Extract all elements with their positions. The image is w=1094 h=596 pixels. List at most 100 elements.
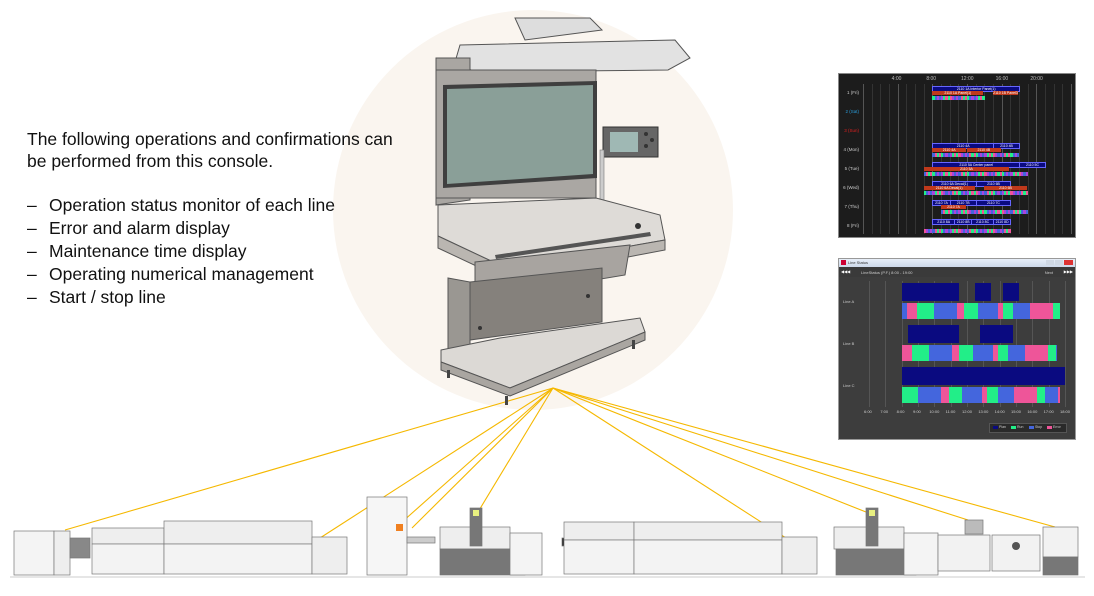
status-segment [951, 172, 955, 176]
time-tick: 10:00 [929, 409, 940, 414]
time-tick: 15:00 [1011, 409, 1022, 414]
status-segment [1001, 153, 1005, 157]
plan-block[interactable] [901, 367, 1065, 385]
status-segment [958, 191, 961, 195]
mounter-2-screen [869, 510, 875, 516]
status-segment [925, 191, 929, 195]
time-tick: 12:00 [961, 76, 974, 82]
connector-line [552, 387, 1056, 528]
grid-line [1019, 84, 1020, 234]
grid-line [1048, 281, 1050, 407]
inspection-1 [509, 532, 543, 576]
status-segment [990, 191, 994, 195]
grid-line [941, 84, 942, 234]
status-segment [949, 172, 953, 176]
status-segment [938, 191, 942, 195]
bullet: – [27, 264, 37, 284]
status-segment [988, 153, 992, 157]
loader-control [53, 530, 71, 576]
status-segment [980, 172, 983, 176]
status-segment [929, 345, 952, 361]
maximize-button[interactable] [1055, 260, 1063, 265]
status-segment [960, 191, 963, 195]
operation-item: –Operating numerical management [27, 263, 407, 286]
operation-item: –Operation status monitor of each line [27, 194, 407, 217]
plan-block[interactable] [908, 325, 959, 343]
operation-item: –Error and alarm display [27, 217, 407, 240]
actual-bar[interactable]: 2110 6A Decal(1) [923, 186, 975, 190]
grid-line [1001, 84, 1003, 234]
minimize-button[interactable] [1046, 260, 1054, 265]
buffer-unit [991, 534, 1041, 572]
status-segment [934, 153, 937, 157]
status-segment [936, 96, 940, 100]
plan-bar[interactable]: 2110 8A [932, 219, 955, 225]
grid-line [918, 281, 919, 407]
status-segment [925, 172, 929, 176]
status-segment [943, 210, 946, 214]
grid-line [897, 84, 899, 234]
prev-buttons[interactable]: ◀◀◀ [841, 269, 851, 274]
actual-bar[interactable]: 2110 1B Panel3 [993, 91, 1018, 95]
status-segment [906, 303, 918, 319]
status-segment [945, 229, 948, 233]
close-button[interactable] [1064, 260, 1073, 265]
status-segment [973, 153, 976, 157]
status-segment [993, 229, 996, 233]
buffer-dial [1012, 542, 1020, 550]
actual-bar[interactable]: 2110 6B [984, 186, 1027, 190]
status-segment [982, 210, 985, 214]
grid-line [1071, 84, 1072, 234]
plan-bar[interactable]: 2110 5C [1019, 162, 1046, 168]
status-segment [1021, 172, 1024, 176]
desk-rail [495, 232, 651, 259]
status-segment [977, 229, 981, 233]
plan-block[interactable] [1002, 283, 1020, 301]
plan-bar[interactable]: 2110 8D [993, 219, 1012, 225]
status-segment [964, 153, 968, 157]
operations-list: –Operation status monitor of each line –… [27, 194, 407, 309]
status-segment [1023, 172, 1026, 176]
loader-machine [13, 530, 55, 576]
plan-block[interactable] [980, 325, 1013, 343]
reflow-oven-1b-top [163, 520, 313, 545]
connector-lines [64, 387, 1056, 541]
plan-block[interactable] [975, 283, 992, 301]
status-segment [959, 345, 974, 361]
status-segment [943, 191, 946, 195]
next-buttons[interactable]: ▶▶▶ [1063, 269, 1073, 274]
day-label: 5 (Tue) [844, 166, 859, 171]
plan-block[interactable] [901, 283, 959, 301]
status-segment [986, 210, 989, 214]
status-segment [948, 387, 963, 403]
status-segment [988, 229, 992, 233]
status-segment [995, 210, 998, 214]
status-segment [1058, 387, 1061, 403]
plan-bar[interactable]: 2110 8C [971, 219, 994, 225]
status-segment [949, 210, 953, 214]
actual-bar[interactable]: 2110 1A Panel(1) [932, 91, 984, 95]
grid-line [983, 281, 985, 407]
window-titlebar: Line Status [839, 259, 1075, 267]
grid-line [1062, 84, 1064, 234]
status-segment [954, 172, 957, 176]
actual-bar[interactable]: 2110 7A [941, 205, 966, 209]
status-segment [938, 229, 942, 233]
status-segment [958, 229, 961, 233]
plan-bar[interactable]: 2110 7C [975, 200, 1012, 206]
plan-bar[interactable]: 2110 4B [993, 143, 1020, 149]
status-segment [960, 96, 963, 100]
status-segment [960, 153, 963, 157]
status-segment [958, 210, 961, 214]
status-segment [1012, 172, 1015, 176]
actual-bar[interactable]: 2110 5A [923, 167, 1010, 171]
status-segment [999, 229, 1002, 233]
actual-bar[interactable]: 2110 4B [967, 148, 1001, 152]
plan-bar[interactable]: 2110 8B [954, 219, 973, 225]
status-segment [964, 303, 979, 319]
actual-bar[interactable]: 2110 4A [932, 148, 966, 152]
console-lamp [514, 17, 604, 41]
connector-line [552, 387, 790, 541]
status-segment [925, 229, 929, 233]
legend-swatch [993, 426, 998, 429]
